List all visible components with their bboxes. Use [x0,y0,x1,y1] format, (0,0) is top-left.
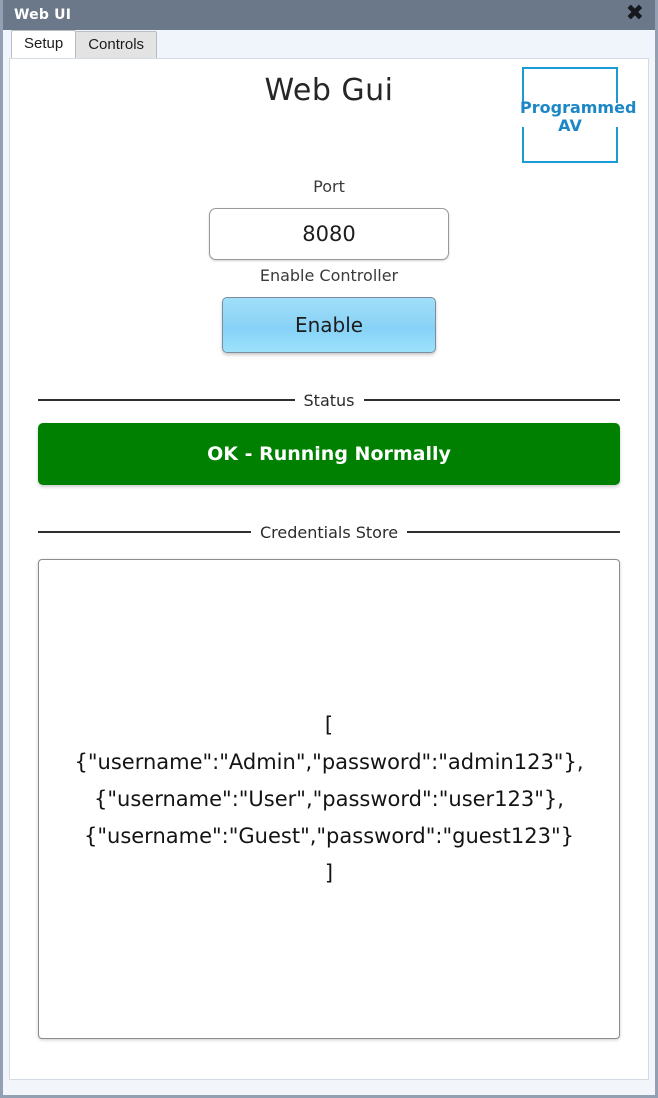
credentials-divider-legend: Credentials Store [259,522,399,542]
programmed-av-logo: Programmed AV [520,67,637,163]
title-bar: Web UI ✖ [3,0,655,30]
status-divider: Status [38,389,621,411]
window-title: Web UI [14,7,72,23]
enable-controller-label: Enable Controller [259,266,399,285]
close-icon[interactable]: ✖ [625,1,644,26]
credentials-store-box[interactable]: [ {"username":"Admin","password":"admin1… [38,559,620,1039]
tab-strip: Setup Controls [3,30,655,58]
logo-bracket-bottom [522,127,618,163]
logo-line-1: Programmed [520,98,637,117]
logo-text: Programmed AV [520,98,637,135]
tab-setup[interactable]: Setup [11,30,77,58]
status-badge: OK - Running Normally [38,423,620,485]
credentials-divider: Credentials Store [38,521,620,543]
enable-button[interactable]: Enable [222,297,436,353]
tab-setup-label: Setup [24,35,64,52]
status-divider-line-right [363,399,621,401]
credentials-store-text: [ {"username":"Admin","password":"admin1… [74,712,584,885]
port-label: Port [313,177,345,196]
setup-panel: Web Gui Programmed AV Port Enable Contro… [9,58,649,1080]
panel-header: Web Gui Programmed AV [38,59,637,171]
logo-bracket-top [522,67,618,103]
tab-controls-label: Controls [88,36,145,53]
status-divider-legend: Status [303,390,355,410]
status-divider-line-left [38,399,295,401]
credentials-divider-line-left [38,531,251,533]
tab-controls[interactable]: Controls [75,31,158,58]
page-title: Web Gui [264,73,394,108]
port-input[interactable] [209,208,449,260]
logo-line-2: AV [558,116,582,135]
credentials-divider-line-right [407,531,620,533]
